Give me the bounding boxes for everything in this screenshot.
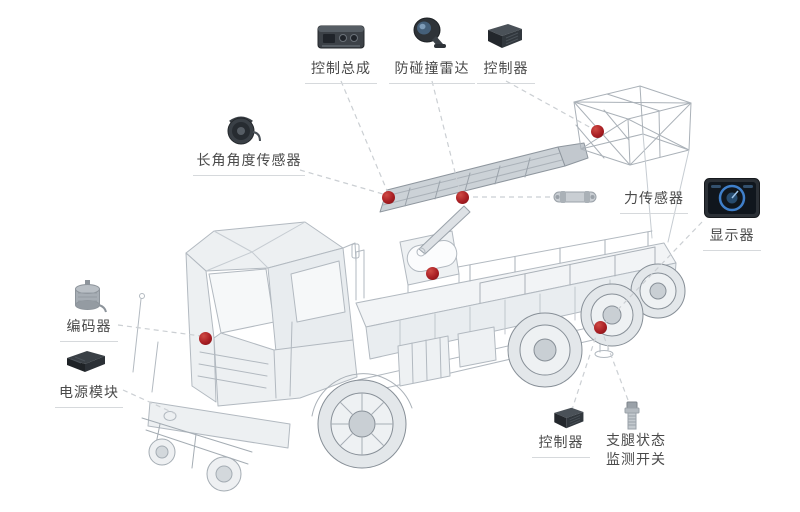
marker-boom-mid: [455, 190, 469, 204]
controller-bottom-icon: [548, 406, 588, 430]
marker-cab: [198, 331, 212, 345]
callout-label-encoder: 编码器: [60, 314, 118, 342]
callout-label-anti-collision-radar: 防碰撞雷达: [389, 56, 475, 84]
control-assembly-icon: [316, 22, 366, 52]
callout-label-force-sensor: 力传感器: [620, 186, 688, 214]
marker-turret: [425, 266, 439, 280]
callout-label-power-module: 电源模块: [55, 380, 123, 408]
callout-label-controller-top: 控制器: [477, 56, 535, 84]
callout-label-controller-bottom: 控制器: [532, 430, 590, 458]
callout-label-display: 显示器: [703, 223, 761, 251]
callout-label-outrigger-status-switch: 支腿状态 监测开关: [604, 430, 674, 475]
outrigger-label-line2: 监测开关: [606, 452, 666, 468]
leader-lines: [117, 80, 703, 429]
encoder-icon: [68, 278, 108, 314]
marker-boom-base: [381, 190, 395, 204]
controller-top-icon: [482, 22, 526, 50]
outrigger-label-line1: 支腿状态: [606, 433, 666, 449]
force-sensor-icon: [552, 189, 598, 205]
boom-angle-sensor-icon: [222, 112, 262, 146]
callout-label-boom-angle-sensor: 长角角度传感器: [193, 148, 305, 176]
marker-basket: [590, 124, 604, 138]
callout-label-control-assembly: 控制总成: [305, 56, 377, 84]
power-module-icon: [63, 348, 109, 374]
display-icon: [703, 177, 761, 219]
anti-collision-radar-icon: [410, 16, 450, 52]
marker-rear-frame: [593, 320, 607, 334]
outrigger-status-switch-icon: [621, 400, 643, 432]
